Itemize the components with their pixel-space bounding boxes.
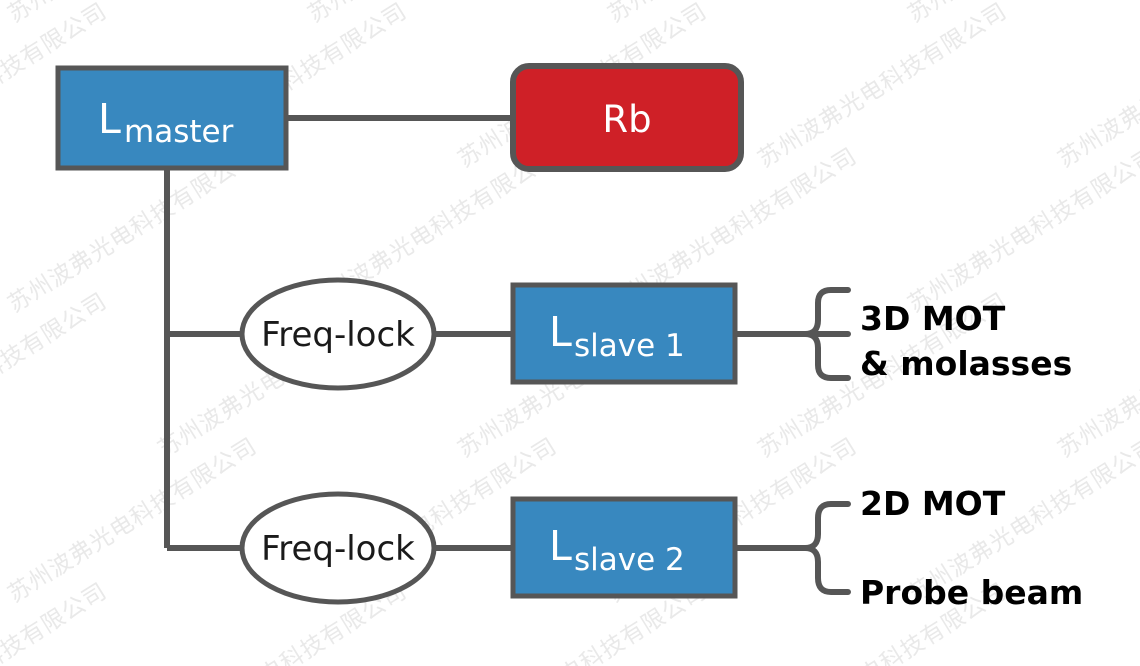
- slave-laser-2-box[interactable]: [510, 496, 738, 599]
- slave-laser-1-symbol: L: [549, 308, 572, 356]
- node-reference-cell[interactable]: Rb: [510, 63, 744, 172]
- reference-cell-box[interactable]: [510, 63, 744, 172]
- output-fork-slave2: [787, 501, 851, 595]
- freq-lock-1-label: Freq-lock: [261, 315, 415, 355]
- slave-laser-1-subscript: slave 1: [574, 328, 685, 364]
- freq-lock-2-label: Freq-lock: [261, 529, 415, 569]
- reference-cell-label: Rb: [602, 98, 651, 141]
- freq-lock-1-ellipse[interactable]: [239, 277, 437, 391]
- fork-brace-upper-slave2: [787, 501, 851, 551]
- node-freq-lock-2[interactable]: Freq-lock: [239, 491, 437, 605]
- output-label-2d-mot: 2D MOT: [860, 484, 1006, 523]
- master-laser-symbol: L: [98, 95, 121, 143]
- node-slave-laser-2[interactable]: L slave 2: [510, 496, 738, 599]
- output-label-molasses: & molasses: [860, 344, 1072, 383]
- slave-laser-2-symbol: L: [549, 522, 572, 570]
- slave-laser-1-box[interactable]: [510, 282, 738, 385]
- output-label-group-slave2: 2D MOT Probe beam: [860, 484, 1083, 612]
- wire-group: [164, 115, 790, 551]
- node-master-laser[interactable]: L master: [55, 65, 289, 171]
- output-label-group-slave1: 3D MOT & molasses: [860, 299, 1072, 383]
- fork-brace-lower-slave1: [787, 331, 851, 381]
- master-laser-subscript: master: [124, 114, 234, 150]
- fork-brace-upper-slave1: [787, 287, 851, 337]
- slave-laser-2-subscript: slave 2: [574, 542, 685, 578]
- freq-lock-2-ellipse[interactable]: [239, 491, 437, 605]
- output-label-probe-beam: Probe beam: [860, 573, 1083, 612]
- node-freq-lock-1[interactable]: Freq-lock: [239, 277, 437, 391]
- master-laser-box[interactable]: [55, 65, 289, 171]
- node-slave-laser-1[interactable]: L slave 1: [510, 282, 738, 385]
- output-label-3d-mot: 3D MOT: [860, 299, 1006, 338]
- output-fork-slave1: [787, 287, 851, 381]
- fork-brace-lower-slave2: [787, 545, 851, 595]
